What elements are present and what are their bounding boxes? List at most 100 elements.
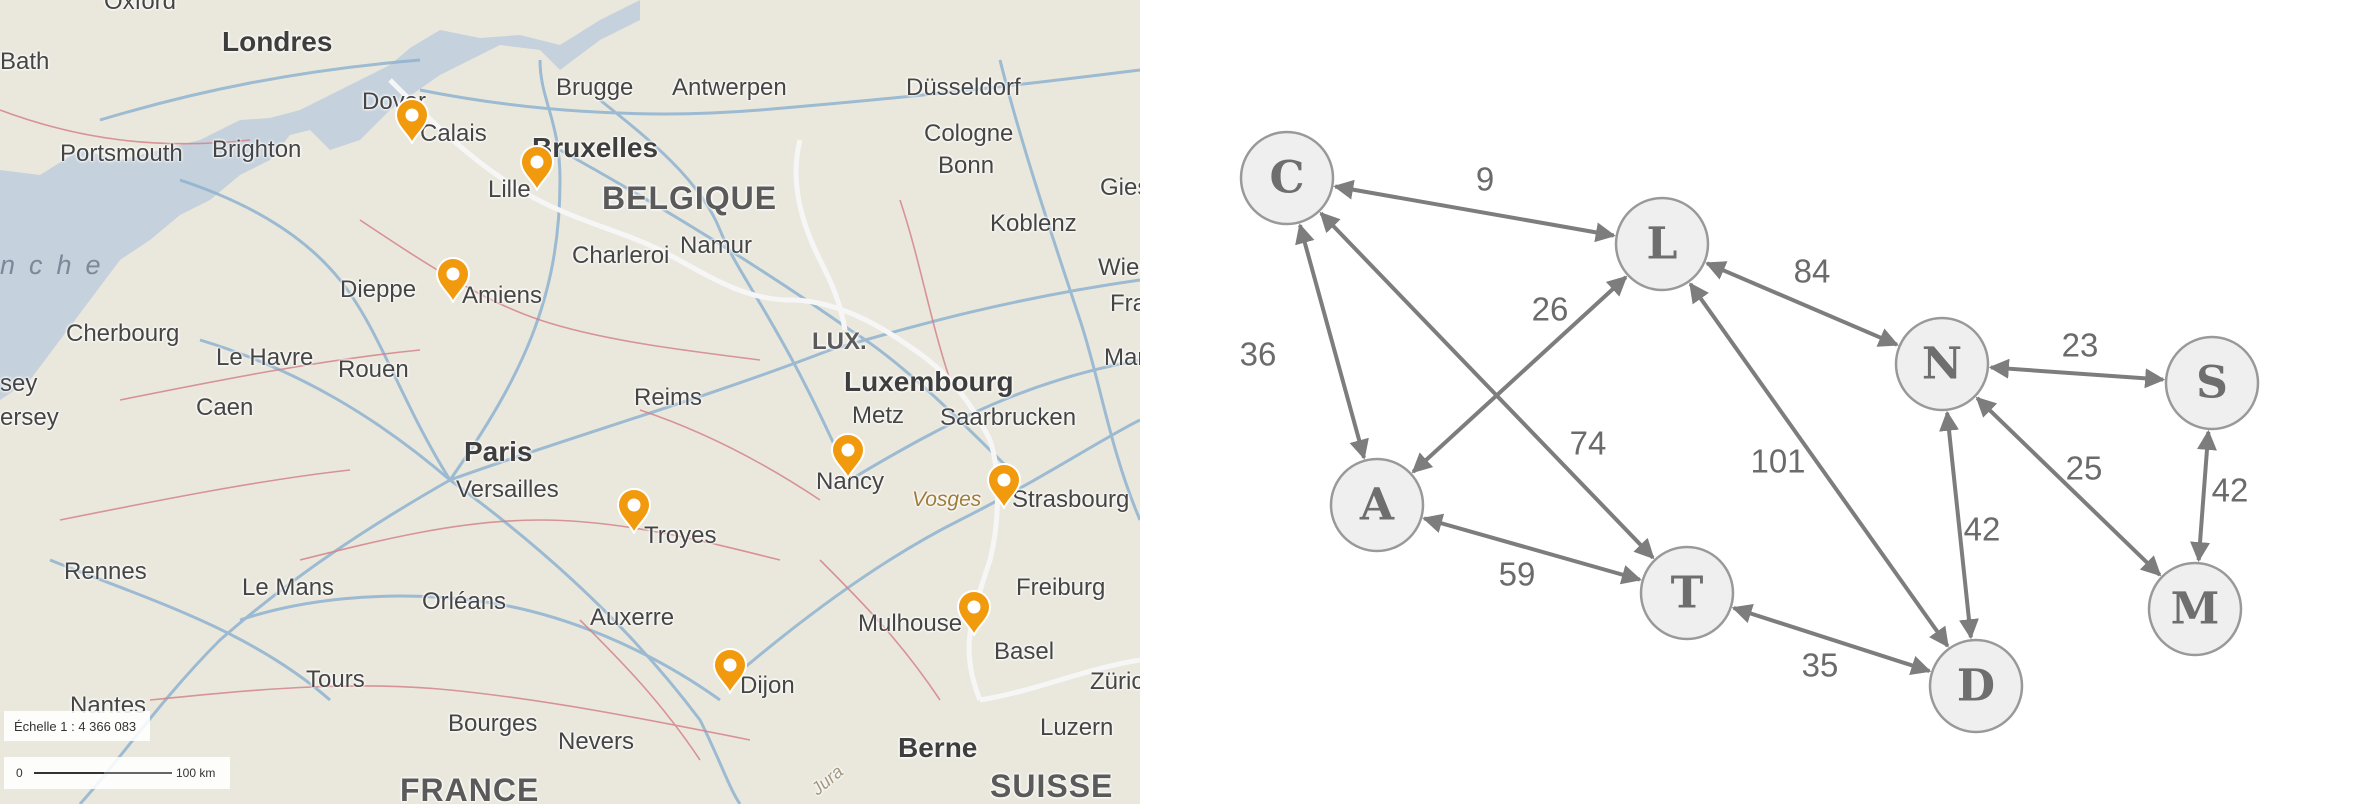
place-label-cherbourg: Cherbourg <box>66 320 180 347</box>
node-circle <box>2164 335 2260 431</box>
place-label-bath: Bath <box>0 48 50 75</box>
map-background <box>0 0 1140 804</box>
place-label-amiens: Amiens <box>462 282 543 309</box>
place-label-portsmouth: Portsmouth <box>60 140 183 167</box>
place-label-oxford: Oxford <box>104 0 177 15</box>
place-label-freiburg: Freiburg <box>1016 574 1106 601</box>
place-label-luzern: Luzern <box>1040 714 1114 741</box>
edge-weight-A-L: 26 <box>1532 291 1569 328</box>
node-circle <box>1639 545 1735 641</box>
edge-N-M <box>1975 396 2162 577</box>
place-label-reims: Reims <box>634 384 703 411</box>
country-borders <box>388 78 1140 703</box>
place-label-bonn: Bonn <box>938 152 995 179</box>
place-label-lemans: Le Mans <box>242 574 335 601</box>
node-circle <box>1894 316 1990 412</box>
place-label-ersey: ersey <box>0 404 59 431</box>
scale-zero-label: 0 <box>16 766 23 780</box>
place-label-caen: Caen <box>196 394 254 421</box>
place-label-nevers: Nevers <box>558 728 635 755</box>
node-label-S: S <box>2196 358 2228 409</box>
place-label-rennes: Rennes <box>64 558 147 585</box>
place-label-mann: Mann <box>1104 344 1140 371</box>
place-label-dijon: Dijon <box>740 672 795 699</box>
graph-node-M: M <box>2147 561 2243 657</box>
place-label-sey: sey <box>0 370 38 397</box>
place-label-brugge: Brugge <box>556 74 634 101</box>
place-label-gies: Gies <box>1100 174 1140 201</box>
map-pin-icon[interactable] <box>616 488 652 536</box>
map-pin-icon[interactable] <box>435 257 471 305</box>
map-pin-icon[interactable] <box>519 145 555 193</box>
motorways <box>49 58 1140 804</box>
place-label-basel: Basel <box>994 638 1055 665</box>
edge-weight-T-D: 35 <box>1802 647 1839 684</box>
place-label-troyes: Troyes <box>644 522 717 549</box>
map-pin-icon[interactable] <box>712 648 748 696</box>
place-label-belgique: BELGIQUE <box>602 180 778 216</box>
edge-C-T <box>1319 211 1655 560</box>
place-label-auxerre: Auxerre <box>590 604 675 631</box>
place-label-lille: Lille <box>488 176 531 203</box>
edge-weight-N-D: 42 <box>1964 511 2001 548</box>
node-circle <box>1614 196 1710 292</box>
place-label-saarbrucken: Saarbrucken <box>940 404 1077 431</box>
map-pin-icon[interactable] <box>830 433 866 481</box>
place-label-zuric: Züric <box>1090 668 1140 695</box>
edge-N-D <box>1939 410 1979 640</box>
edge-weight-L-D: 101 <box>1750 443 1805 480</box>
node-circle <box>2147 561 2243 657</box>
graph-node-D: D <box>1928 638 2024 734</box>
map-pin-icon[interactable] <box>394 98 430 146</box>
place-label-charleroi: Charleroi <box>572 242 670 269</box>
place-label-wiesba: Wiesba <box>1098 254 1140 281</box>
graph-node-S: S <box>2164 335 2260 431</box>
edge-weight-C-A: 36 <box>1240 336 1277 373</box>
node-circle <box>1239 130 1335 226</box>
place-label-fra: Fra <box>1110 290 1140 317</box>
roads <box>0 109 951 761</box>
scale-text: Échelle 1 : 4 366 083 <box>14 718 137 734</box>
graph-node-T: T <box>1639 545 1735 641</box>
edge-weight-N-M: 25 <box>2066 450 2103 487</box>
place-label-vosges: Vosges <box>912 488 982 511</box>
map-pin-icon[interactable] <box>956 590 992 638</box>
place-label-brighton: Brighton <box>212 136 302 163</box>
graph-node-L: L <box>1614 196 1710 292</box>
uk-coast <box>0 0 640 175</box>
map-pin-icon[interactable] <box>986 463 1022 511</box>
node-label-N: N <box>1922 339 1962 390</box>
place-label-koblenz: Koblenz <box>990 210 1077 237</box>
graph-node-A: A <box>1329 457 1425 553</box>
place-label-suisse: SUISSE <box>990 768 1114 804</box>
edge-weight-L-N: 84 <box>1794 253 1831 290</box>
graph-node-C: C <box>1239 130 1335 226</box>
scale-line <box>34 772 172 774</box>
edge-weight-C-T: 74 <box>1570 425 1607 462</box>
place-label-paris: Paris <box>464 436 533 467</box>
edge-A-T <box>1422 513 1642 585</box>
place-label-metz: Metz <box>852 402 905 429</box>
edge-weight-C-L: 9 <box>1476 161 1494 198</box>
edge-weight-N-S: 23 <box>2062 327 2099 364</box>
edge-N-S <box>1988 358 2166 389</box>
node-circle <box>1329 457 1425 553</box>
node-label-A: A <box>1359 480 1395 531</box>
place-label-dieppe: Dieppe <box>340 276 417 303</box>
edge-T-D <box>1731 604 1932 675</box>
edge-weight-S-M: 42 <box>2212 472 2249 509</box>
node-circle <box>1928 638 2024 734</box>
place-label-antwerpen: Antwerpen <box>672 74 787 101</box>
node-label-D: D <box>1957 661 1995 712</box>
place-label-strasbourg: Strasbourg <box>1012 486 1130 513</box>
node-label-M: M <box>2171 584 2220 635</box>
place-label-france: FRANCE <box>400 772 540 804</box>
place-label-versailles: Versailles <box>456 476 559 503</box>
place-label-calais: Calais <box>420 120 487 147</box>
place-label-tours: Tours <box>306 666 365 693</box>
edge-L-D <box>1688 282 1950 648</box>
